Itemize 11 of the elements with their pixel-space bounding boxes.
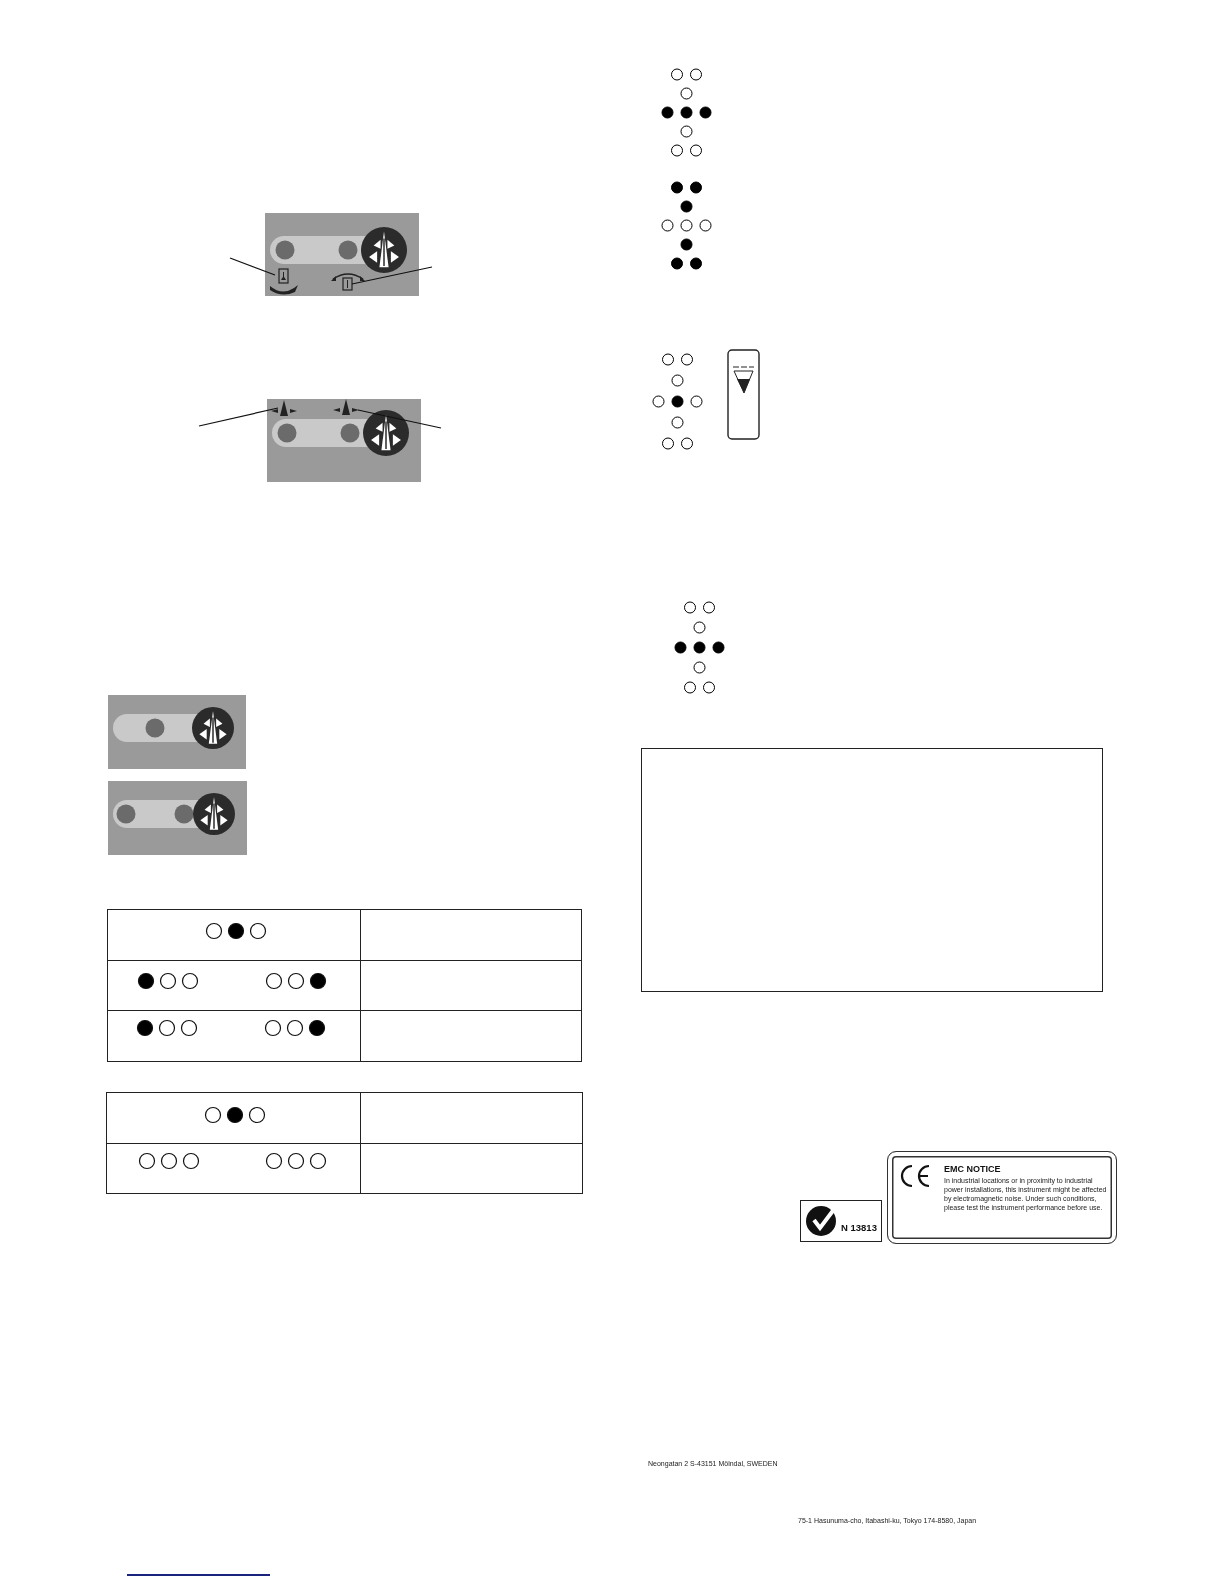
leader-line (351, 266, 433, 285)
mark-number: N 13813 (841, 1221, 877, 1233)
leader-line (229, 257, 276, 276)
notice-title: EMC NOTICE (944, 1164, 1002, 1174)
notice-box (887, 1151, 1117, 1244)
leader-line (357, 409, 442, 429)
beam-icon (333, 399, 360, 416)
beam-up-icon (271, 400, 297, 416)
leader-line (198, 407, 279, 427)
rotation-icon (331, 271, 365, 291)
level-tilt-icon (268, 268, 300, 295)
